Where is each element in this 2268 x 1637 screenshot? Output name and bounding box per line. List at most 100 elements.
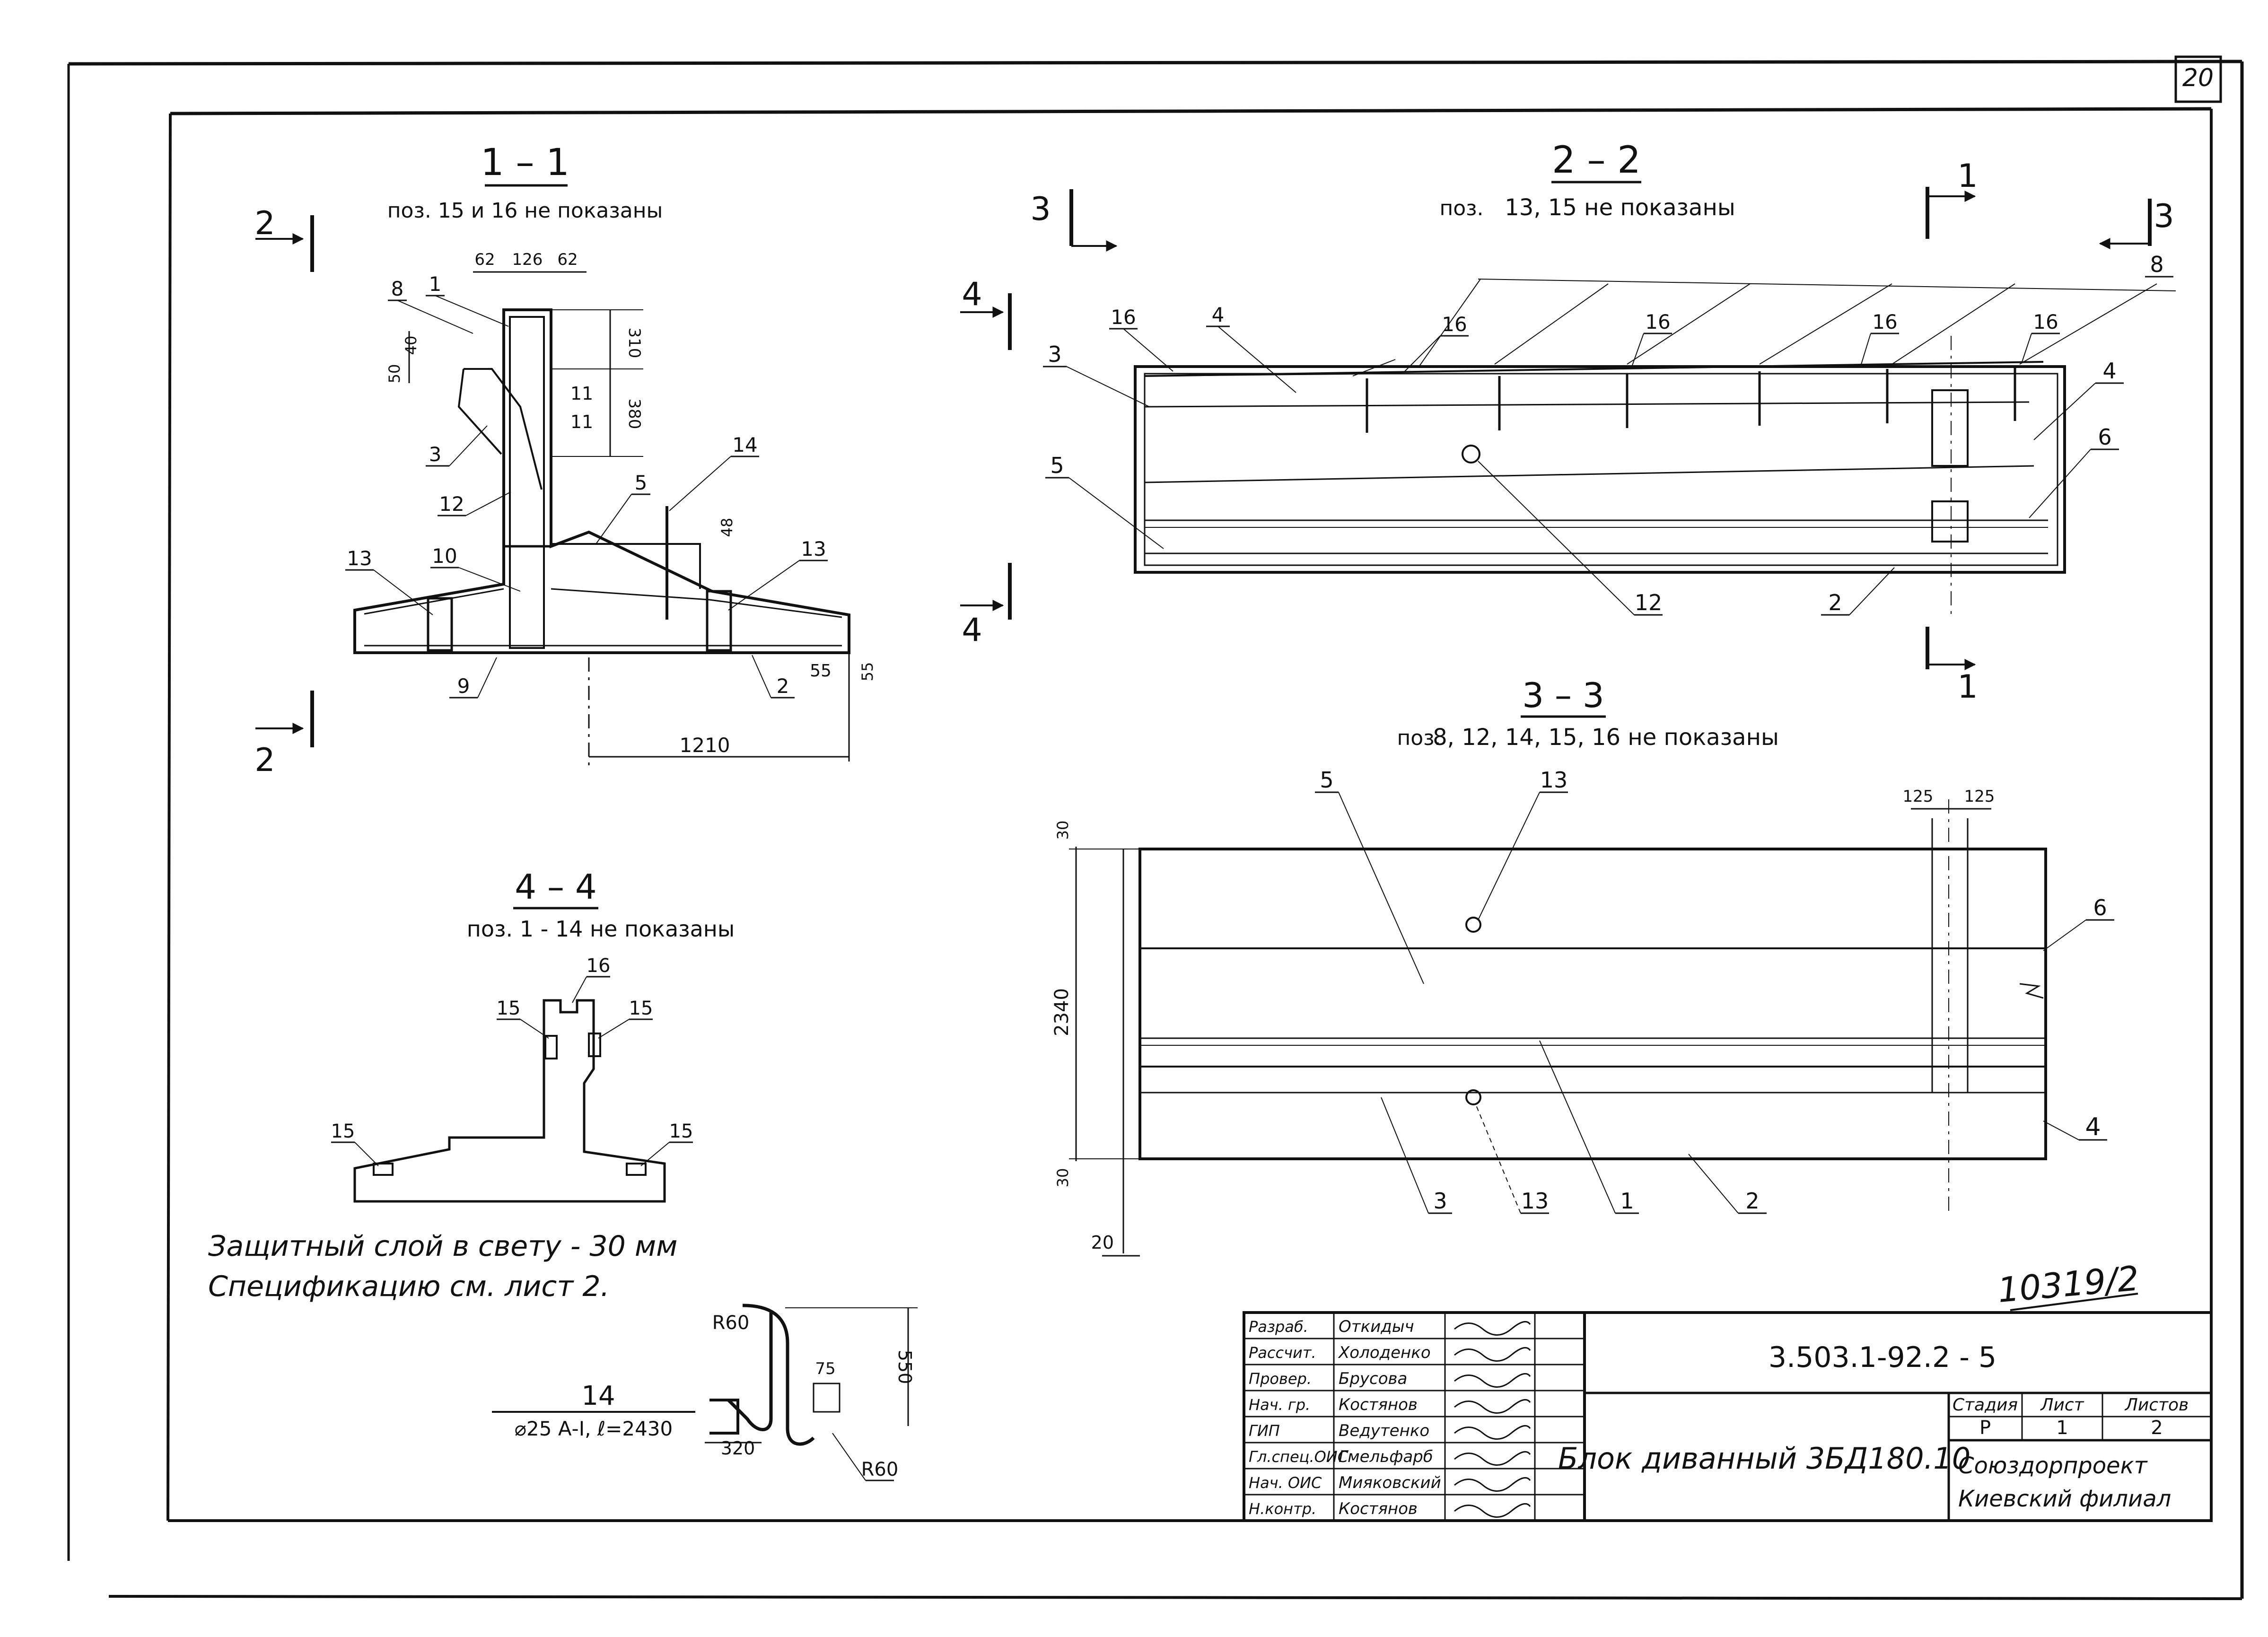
cut-label-2-top: 2: [254, 205, 275, 242]
section-3-3-outline: [1138, 848, 2047, 1160]
pos-11-b: 11: [570, 411, 593, 432]
sheets-value: 2: [2151, 1417, 2163, 1439]
section-2-2-note: 13, 15 не показаны: [1505, 194, 1735, 221]
section-3-3: 3 – 3 поз. 8, 12, 14, 15, 16 не показаны…: [1051, 675, 2114, 1257]
section-1-1: 1 – 1 поз. 15 и 16 не показаны 2 2 1210 …: [254, 141, 876, 779]
note-line-2: Спецификацию см. лист 2.: [208, 1270, 610, 1303]
pos-13-right: 13: [801, 537, 826, 560]
dim-126: 126: [512, 250, 543, 269]
signature-name: Костянов: [1339, 1499, 1418, 1518]
section-2-2-note-prefix: поз.: [1439, 196, 1483, 220]
dim-20: 20: [1091, 1232, 1114, 1253]
dim-310: 310: [625, 328, 644, 359]
signature-mark: [1454, 1451, 1531, 1466]
dim-125-right: 125: [1964, 787, 1995, 806]
signature-name: Холоденко: [1338, 1343, 1431, 1362]
pos-11-a: 11: [570, 383, 593, 404]
signature-name: Гмельфарб: [1339, 1447, 1433, 1466]
org-line-2: Киевский филиал: [1958, 1486, 2171, 1512]
pos-16-b: 16: [1442, 313, 1467, 336]
bar-14-r60-bottom: R60: [861, 1459, 899, 1480]
cut-label-4-top: 4: [962, 276, 982, 313]
signature-mark: [1454, 1425, 1531, 1440]
signature-name: Откидыч: [1339, 1317, 1414, 1336]
dim-125-left: 125: [1903, 787, 1934, 806]
bar-14-detail: 14 ⌀25 А-I, ℓ=2430 R60 550 75 320 R60: [492, 1304, 918, 1481]
section-3-3-note: 8, 12, 14, 15, 16 не показаны: [1433, 724, 1779, 751]
signature-name: Костянов: [1339, 1395, 1418, 1414]
dim-50: 50: [385, 364, 403, 384]
note-line-1: Защитный слой в свету - 30 мм: [208, 1230, 677, 1263]
pos-8: 8: [391, 277, 404, 300]
pos-15-c: 15: [331, 1121, 355, 1142]
signature-mark: [1454, 1373, 1531, 1388]
pos-3: 3: [1048, 341, 1061, 367]
pos-15-b: 15: [629, 998, 653, 1019]
dim-62-left: 62: [474, 250, 495, 269]
cut-label-1-top: 1: [1957, 158, 1978, 195]
pos-9: 9: [457, 674, 470, 698]
section-1-1-title: 1 – 1: [481, 141, 569, 184]
signature-mark: [1454, 1399, 1531, 1414]
pos-1: 1: [1620, 1188, 1634, 1214]
pos-4-a: 4: [1212, 303, 1225, 326]
signature-role: Нач. ОИС: [1249, 1474, 1322, 1492]
pos-13-top: 13: [1540, 767, 1568, 793]
sheets-header: Листов: [2124, 1395, 2189, 1415]
sheet-header: Лист: [2040, 1395, 2084, 1415]
cut-label-1-bottom: 1: [1957, 668, 1978, 706]
cut-label-3-left: 3: [1030, 191, 1051, 228]
doc-code: 3.503.1-92.2 - 5: [1769, 1341, 1997, 1374]
archive-number-group: 10319/2: [1996, 1258, 2140, 1311]
title-block: 3.503.1-92.2 - 5 Блок диванный 3БД180.10…: [1243, 1311, 2213, 1522]
signature-name: Мияковский: [1339, 1473, 1441, 1492]
signature-rows: Разраб.ОткидычРассчит.ХолоденкоПровер.Бр…: [1244, 1317, 1585, 1518]
pos-15-a: 15: [497, 998, 521, 1019]
general-notes: Защитный слой в свету - 30 мм Спецификац…: [208, 1230, 677, 1303]
dim-40: 40: [402, 336, 420, 355]
section-3-3-note-prefix: поз.: [1397, 726, 1441, 750]
stage-value: Р: [1979, 1417, 1991, 1439]
item-name: Блок диванный 3БД180.10: [1558, 1441, 1970, 1476]
signature-role: Рассчит.: [1249, 1344, 1316, 1362]
section-4-4-title: 4 – 4: [515, 867, 596, 907]
signature-mark: [1454, 1321, 1531, 1336]
dim-30-top: 30: [1054, 821, 1072, 840]
cut-label-4-bottom: 4: [962, 612, 982, 649]
dim-55-a: 55: [810, 661, 832, 681]
bar-14-dim-550: 550: [894, 1350, 915, 1384]
dim-55-b: 55: [858, 662, 876, 682]
pos-16-a: 16: [1111, 306, 1136, 329]
pos-5: 5: [1320, 767, 1333, 793]
signature-mark: [1454, 1347, 1531, 1362]
signature-role: ГИП: [1249, 1422, 1280, 1440]
pos-1: 1: [429, 272, 442, 296]
pos-16-c: 16: [1645, 310, 1670, 333]
section-2-2-outline: [1134, 365, 2066, 574]
pos-6: 6: [2098, 424, 2111, 450]
pos-4: 4: [2085, 1113, 2101, 1141]
outer-frame: [67, 60, 2244, 1600]
inner-frame: [166, 107, 2213, 1522]
pos-3: 3: [429, 443, 442, 466]
section-2-2-title: 2 – 2: [1552, 139, 1641, 182]
pos-14: 14: [732, 433, 757, 456]
page-number: 20: [2182, 64, 2214, 92]
section-3-3-title: 3 – 3: [1522, 675, 1604, 715]
cut-label-3-right: 3: [2154, 198, 2174, 235]
signature-role: Нач. гр.: [1249, 1396, 1310, 1414]
pos-12: 12: [1635, 590, 1663, 615]
dim-48: 48: [718, 518, 736, 537]
section-4-4-note: поз. 1 - 14 не показаны: [467, 916, 735, 942]
cut-label-2-bottom: 2: [254, 742, 275, 779]
sheet-value: 1: [2056, 1417, 2068, 1439]
signature-name: Брусова: [1339, 1369, 1407, 1388]
pos-4-b: 4: [2102, 358, 2116, 384]
bar-14-dim-320: 320: [721, 1438, 755, 1459]
section-4-4-outline: [353, 999, 666, 1203]
pos-5: 5: [1050, 453, 1064, 478]
pos-16: 16: [587, 955, 611, 977]
dim-2340: 2340: [1051, 988, 1073, 1036]
pos-13-bottom: 13: [1521, 1188, 1549, 1214]
